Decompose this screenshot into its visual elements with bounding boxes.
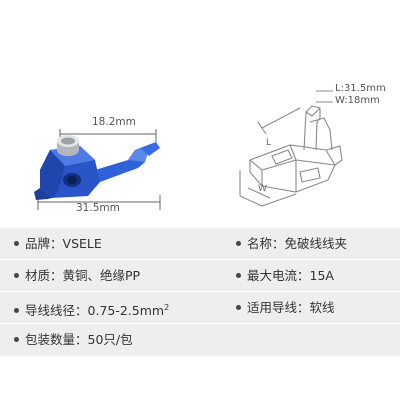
legend-length: L:31.5mm [335,83,386,94]
bullet-icon [236,305,241,310]
spec-row: 导线线径：0.75-2.5mm2 适用导线：软线 [0,292,400,324]
spec-value: 0.75-2.5mm [87,303,165,319]
spec-superscript: 2 [164,303,170,312]
spec-row: 品牌：VSELE 名称：免破线线夹 [0,228,400,260]
spec-max-current: 最大电流：15A [236,260,334,292]
spec-value: 黄铜、绝缘PP [62,268,141,283]
spec-value: 50只/包 [87,332,133,347]
connector-photo [34,135,160,200]
spec-value: 软线 [309,300,335,315]
spec-key: 导线线径： [25,303,88,319]
bullet-icon [14,273,19,278]
spec-row: 包装数量：50只/包 [0,324,400,356]
spec-value: VSELE [62,236,102,251]
bullet-icon [236,241,241,246]
spec-key: 适用导线： [247,300,310,315]
diagram-letter-l: L [266,138,272,148]
spec-package-quantity: 包装数量：50只/包 [14,324,133,356]
spec-key: 名称： [247,236,285,251]
legend-width: W:18mm [335,95,380,106]
product-drawing [34,90,343,210]
connector-line-drawing [239,90,343,207]
spec-brand: 品牌：VSELE [14,228,102,260]
spec-material: 材质：黄铜、绝缘PP [14,260,140,292]
bullet-icon [14,337,19,342]
spec-wire-gauge: 导线线径：0.75-2.5mm2 [14,292,169,324]
bullet-icon [14,241,19,246]
dimension-top-label: 18.2mm [92,116,136,128]
bullet-icon [236,273,241,278]
spec-value: 15A [309,268,334,283]
dimension-bottom-label: 31.5mm [76,202,120,214]
spec-row: 材质：黄铜、绝缘PP 最大电流：15A [0,260,400,292]
spec-key: 最大电流： [247,268,310,283]
bullet-icon [14,308,19,314]
spec-key: 品牌： [25,236,63,251]
spec-applicable-wire: 适用导线：软线 [236,292,335,324]
spec-table: 品牌：VSELE 名称：免破线线夹 材质：黄铜、绝缘PP 最大电流：15A 导线… [0,228,400,356]
spec-value: 免破线线夹 [284,236,348,251]
diagram-letter-w: W [258,184,267,194]
spec-key: 包装数量： [25,332,88,347]
spec-name: 名称：免破线线夹 [236,228,347,260]
spec-key: 材质： [25,268,63,283]
product-figure: 18.2mm 31.5mm L:31.5mm W:18mm L W [34,83,386,214]
